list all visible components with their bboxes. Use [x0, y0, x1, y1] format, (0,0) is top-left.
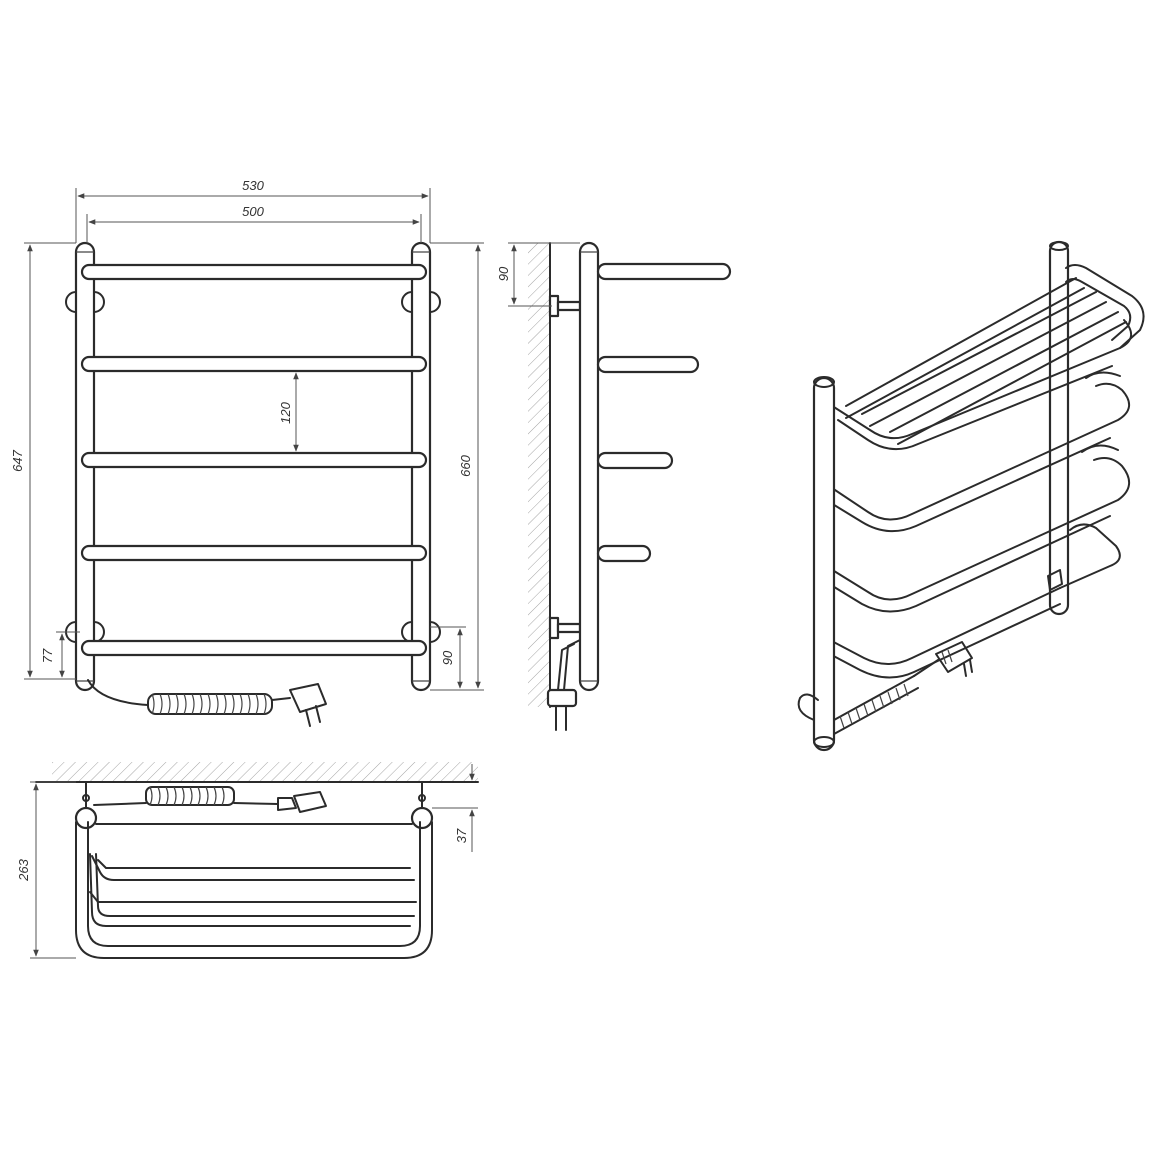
iso-front-pipe: [812, 376, 836, 752]
dim-height-total: 647: [10, 449, 25, 471]
side-mount-bottom: [548, 616, 582, 640]
rung: [80, 451, 428, 469]
rung: [80, 544, 428, 562]
plug-icon: [289, 683, 327, 713]
dim-bottom-offset: 77: [40, 648, 55, 663]
top-power-cord: [93, 786, 327, 813]
side-plug: [546, 639, 581, 731]
front-view: 530 500 647 77 120 660: [10, 178, 484, 727]
dim-rung-spacing: 120: [278, 401, 293, 423]
side-top-dimension: 90: [496, 242, 580, 307]
side-mount-top: [548, 294, 582, 318]
top-loops: [75, 821, 433, 959]
dim-depth-total: 263: [16, 858, 31, 881]
side-view: 90: [496, 241, 732, 731]
dim-height-pipes: 660: [458, 454, 473, 476]
top-plug-icon: [293, 791, 327, 813]
dim-mount-offset-top: 90: [496, 266, 511, 281]
top-right-pipe: [410, 806, 434, 830]
isometric-view: [797, 240, 1145, 752]
rung: [80, 355, 428, 373]
front-rung-spacing-dimension: 120: [278, 372, 299, 452]
top-left-pipe: [74, 806, 98, 830]
side-pipe: [578, 241, 600, 692]
front-left-dimensions: 647 77: [10, 242, 80, 680]
iso-loops: [825, 319, 1132, 679]
dim-width-outer: 530: [242, 178, 264, 193]
front-right-dimensions: 660 90: [430, 242, 484, 691]
top-view: 263 37: [16, 762, 479, 959]
rung: [80, 263, 428, 281]
dim-width-inner: 500: [242, 204, 264, 219]
front-mount-brackets: [65, 291, 441, 643]
wall-hatch: [528, 243, 550, 707]
side-rungs: [596, 262, 732, 563]
iso-top-rails: [845, 264, 1145, 445]
front-power-cord: [87, 679, 327, 727]
rung: [80, 639, 428, 657]
dim-mount-offset-bottom: 90: [440, 650, 455, 665]
top-wall-hatch: [52, 762, 478, 782]
dim-depth-mount: 37: [454, 828, 469, 843]
top-dimensions: 263 37: [16, 764, 478, 959]
front-width-dimensions: 530 500: [75, 178, 431, 243]
iso-plug-icon: [935, 641, 973, 673]
front-rungs: [80, 263, 428, 657]
iso-power-cord: [797, 641, 973, 735]
